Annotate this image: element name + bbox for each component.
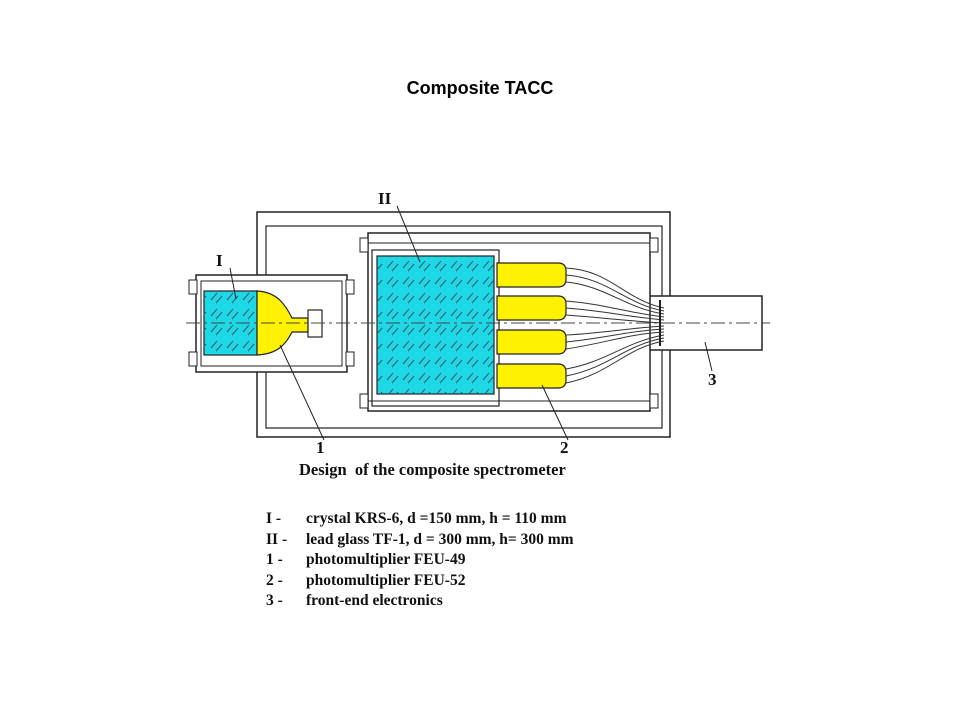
legend-item: II - lead glass TF-1, d = 300 mm, h= 300 … (266, 530, 574, 551)
callout-pmt-feu52: 2 (560, 438, 569, 457)
legend-key: II - (266, 530, 288, 548)
callout-pmt-feu49: 1 (316, 438, 325, 457)
legend: I -crystal KRS-6, d =150 mm, h = 110 mm … (266, 509, 574, 612)
legend-key: 1 - (266, 551, 283, 569)
slide-title: Composite TACC (406, 78, 554, 98)
diagram-caption: Design of the composite spectrometer (299, 460, 566, 479)
legend-item: 2 - photomultiplier FEU-52 (266, 571, 574, 592)
legend-item: 1 - photomultiplier FEU-49 (266, 550, 574, 571)
legend-item: 3 - front-end electronics (266, 591, 574, 612)
legend-text: photomultiplier FEU-49 (306, 551, 466, 569)
legend-key: 2 - (266, 571, 283, 589)
legend-key: 3 - (266, 592, 283, 610)
legend-text: photomultiplier FEU-52 (306, 571, 466, 589)
legend-text: front-end electronics (306, 592, 443, 610)
callout-lead-glass: II (378, 189, 392, 208)
photomultipliers-feu52 (496, 262, 567, 389)
legend-item: I - crystal KRS-6, d =150 mm, h = 110 mm (266, 509, 574, 530)
legend-text: crystal KRS-6, d =150 mm, h = 110 mm (306, 510, 567, 527)
callout-electronics: 3 (708, 370, 717, 389)
callout-crystal: I (216, 251, 223, 270)
legend-key: I - (266, 510, 282, 527)
crystal-housing-bolts (188, 279, 355, 367)
signal-cables (565, 267, 665, 384)
frame-bolts (359, 237, 659, 409)
legend-text: lead glass TF-1, d = 300 mm, h= 300 mm (306, 530, 574, 548)
lead-glass-holder (371, 249, 500, 407)
leader-lines (229, 205, 713, 441)
